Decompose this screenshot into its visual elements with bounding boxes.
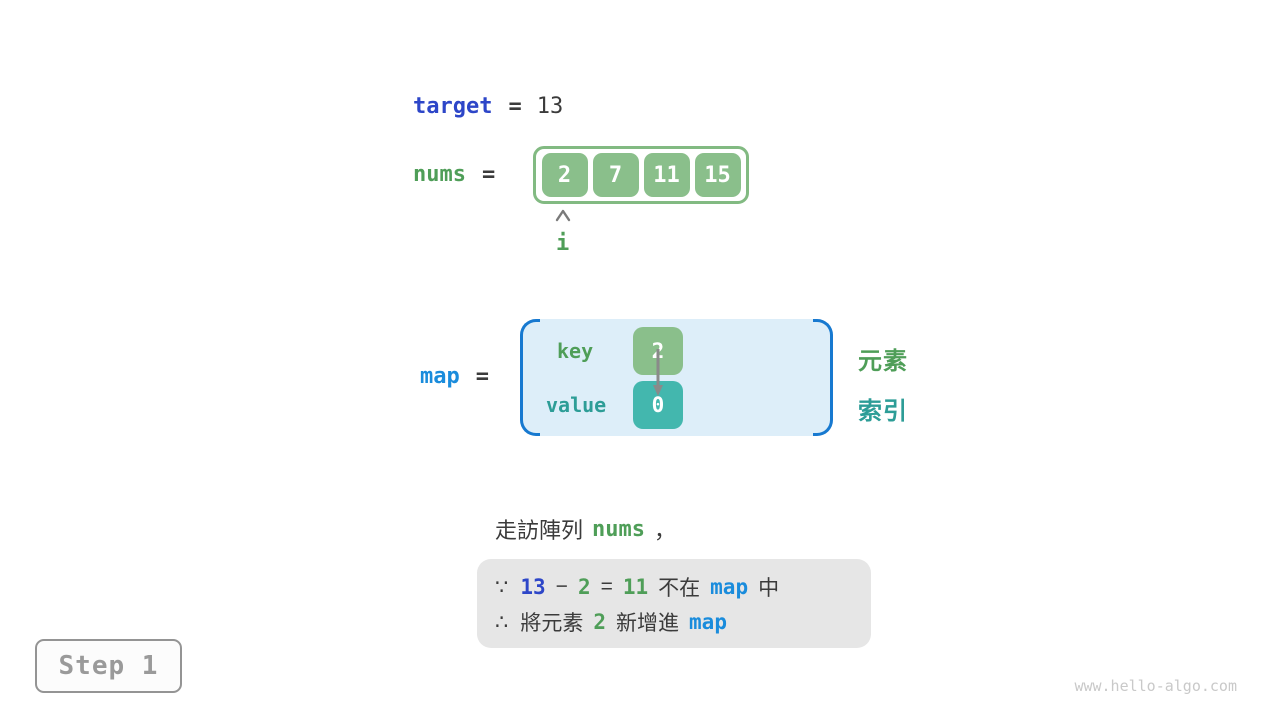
nums-array: 2 7 11 15 bbox=[533, 146, 749, 204]
key-to-value-arrow-icon bbox=[653, 349, 663, 396]
in-text: 中 bbox=[758, 577, 780, 600]
map-key-label: key bbox=[557, 339, 594, 363]
nums-array-cell: 15 bbox=[694, 153, 741, 197]
traverse-sentence: 走訪陣列 nums ， bbox=[495, 513, 676, 545]
nums-keyword: nums bbox=[413, 162, 466, 187]
map-bracket-left-icon bbox=[520, 319, 540, 436]
minus-sign: − bbox=[555, 575, 568, 598]
map-code: map bbox=[710, 575, 749, 599]
nums-assignment: nums = bbox=[413, 162, 495, 187]
conclusion-line-therefore: ∴ 將元素 2 新增進 map bbox=[495, 607, 853, 637]
map-equals-sign: = bbox=[475, 364, 489, 389]
into-text: 新增進 bbox=[616, 612, 680, 635]
map-container: key 2 value 0 bbox=[520, 319, 833, 436]
element-number: 2 bbox=[593, 610, 607, 634]
target-value: 13 bbox=[536, 94, 564, 119]
map-assignment: map = bbox=[420, 364, 489, 389]
map-bracket-right-icon bbox=[813, 319, 833, 436]
index-pointer-label: i bbox=[556, 231, 570, 256]
because-symbol: ∵ bbox=[495, 575, 509, 599]
element-side-label: 元素 bbox=[858, 348, 908, 375]
index-pointer-caret-icon bbox=[555, 209, 571, 222]
add-text: 將元素 bbox=[520, 612, 584, 635]
nums-equals-sign: = bbox=[481, 162, 496, 187]
traverse-sentence-nums-code: nums bbox=[592, 516, 645, 542]
target-number: 13 bbox=[520, 575, 546, 599]
target-keyword: target bbox=[413, 94, 493, 119]
element-number: 2 bbox=[577, 575, 591, 599]
watermark: www.hello-algo.com bbox=[1074, 677, 1237, 695]
map-keyword: map bbox=[420, 364, 460, 389]
index-side-label: 索引 bbox=[858, 398, 908, 425]
traverse-sentence-prefix: 走訪陣列 bbox=[495, 518, 584, 543]
traverse-sentence-suffix: ， bbox=[654, 518, 677, 543]
target-assignment: target = 13 bbox=[413, 94, 563, 119]
diff-number: 11 bbox=[622, 575, 649, 599]
nums-array-cell: 7 bbox=[592, 153, 639, 197]
nums-array-cell: 2 bbox=[541, 153, 588, 197]
map-value-label: value bbox=[546, 393, 607, 417]
therefore-symbol: ∴ bbox=[495, 610, 509, 634]
step-badge: Step 1 bbox=[35, 639, 182, 693]
map-code: map bbox=[689, 610, 727, 634]
conclusion-line-because: ∵ 13 − 2 = 11 不在 map 中 bbox=[495, 572, 853, 602]
not-in-text: 不在 bbox=[658, 577, 701, 600]
equals-sign: = bbox=[600, 575, 613, 598]
target-equals-sign: = bbox=[508, 94, 522, 119]
nums-array-cell: 11 bbox=[643, 153, 690, 197]
conclusion-box: ∵ 13 − 2 = 11 不在 map 中 ∴ 將元素 2 新增進 map bbox=[477, 559, 871, 648]
